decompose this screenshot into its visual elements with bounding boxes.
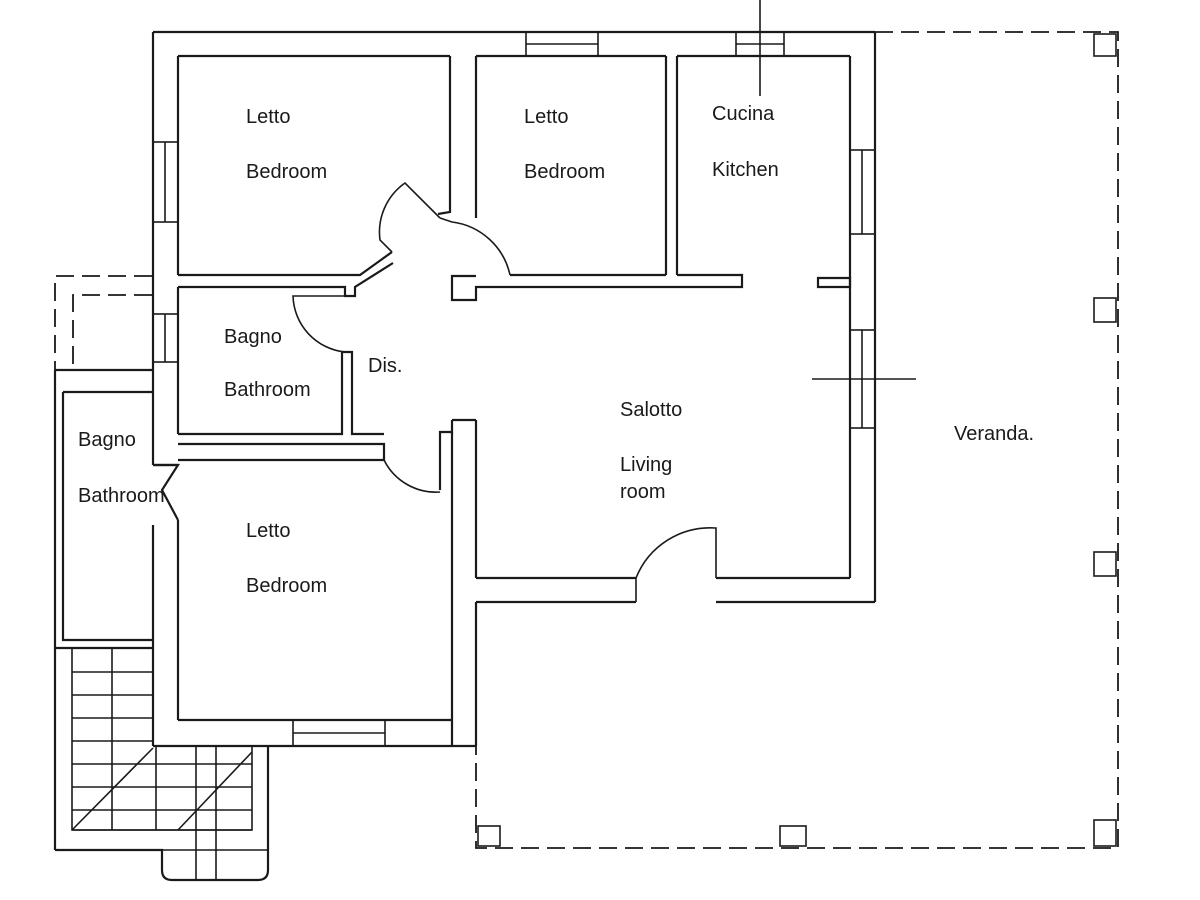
- bathroom-inner-label-en: Bathroom: [224, 379, 311, 401]
- veranda-outline: [475, 31, 1119, 849]
- bathroom-outer-label-it: Bagno: [78, 429, 136, 451]
- veranda-label: Veranda.: [954, 423, 1034, 445]
- bathroom-outer-label-en: Bathroom: [78, 485, 165, 507]
- service-lines: [759, 0, 916, 380]
- staircase: [55, 648, 270, 882]
- left-annex-outline: [54, 275, 152, 370]
- living-room-label-en-1: Living: [620, 454, 672, 476]
- interior-walls: [153, 56, 852, 490]
- living-room-label-en-2: room: [620, 481, 666, 503]
- bedroom-top-middle-label-en: Bedroom: [524, 161, 605, 183]
- bedroom-bottom-label-en: Bedroom: [246, 575, 327, 597]
- doors: [292, 181, 717, 602]
- bedroom-bottom-label-it: Letto: [246, 520, 290, 542]
- bedroom-top-middle-label-it: Letto: [524, 106, 568, 128]
- bedroom-top-left-label-it: Letto: [246, 106, 290, 128]
- kitchen-label-en: Kitchen: [712, 159, 779, 181]
- kitchen-label-it: Cucina: [712, 103, 775, 125]
- living-room-label-it: Salotto: [620, 399, 682, 421]
- hallway-label: Dis.: [368, 355, 402, 377]
- bedroom-top-left-label-en: Bedroom: [246, 161, 327, 183]
- bathroom-inner-label-it: Bagno: [224, 326, 282, 348]
- outer-bathroom-walls: [53, 368, 181, 850]
- room-labels: Letto Bedroom Letto Bedroom Cucina Kitch…: [78, 103, 1034, 597]
